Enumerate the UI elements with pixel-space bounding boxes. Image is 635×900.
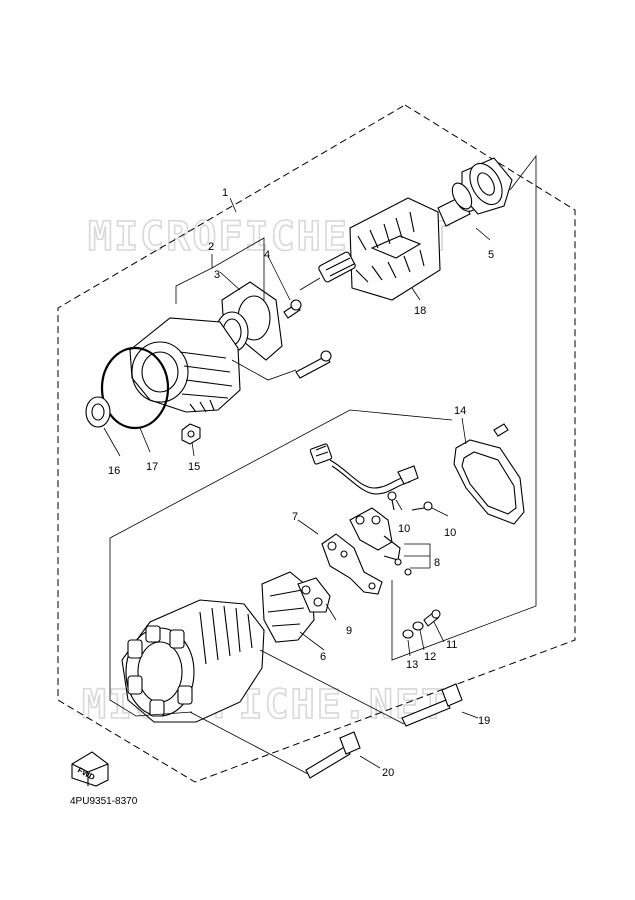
front-cover-part bbox=[129, 317, 241, 413]
callout-20: 20 bbox=[382, 767, 394, 779]
bearing-part bbox=[451, 157, 513, 215]
callout-13: 13 bbox=[406, 659, 418, 671]
brush-holder-part bbox=[321, 533, 383, 595]
assembly-boundary bbox=[57, 104, 576, 783]
screw-11-part bbox=[423, 609, 441, 627]
regulator-part bbox=[349, 507, 412, 576]
nut-part bbox=[181, 423, 201, 445]
o-ring-part bbox=[100, 346, 170, 430]
callout-1: 1 bbox=[222, 187, 228, 199]
washer-13-part bbox=[402, 629, 414, 639]
diagram-code: 4PU9351-8370 bbox=[70, 796, 138, 807]
callout-5: 5 bbox=[488, 249, 494, 261]
long-bolt-20-part bbox=[305, 731, 361, 779]
fwd-arrow-icon: FWD bbox=[71, 751, 109, 787]
callout-16: 16 bbox=[108, 465, 120, 477]
wire-harness-part bbox=[309, 443, 419, 495]
callout-10a: 10 bbox=[398, 523, 410, 535]
callout-9: 9 bbox=[346, 625, 352, 637]
callout-10b: 10 bbox=[444, 527, 456, 539]
oil-seal-part bbox=[85, 396, 111, 428]
callout-19: 19 bbox=[478, 715, 490, 727]
callout-17: 17 bbox=[146, 461, 158, 473]
leader-lines bbox=[103, 154, 537, 775]
callout-12: 12 bbox=[424, 651, 436, 663]
screw-10-part bbox=[387, 491, 433, 511]
brush-assembly-part bbox=[261, 571, 331, 643]
callout-3: 3 bbox=[214, 269, 220, 281]
callout-6: 6 bbox=[320, 651, 326, 663]
callout-2: 2 bbox=[208, 241, 214, 253]
callout-7: 7 bbox=[292, 511, 298, 523]
long-bolt-19-part bbox=[401, 683, 463, 727]
callout-11: 11 bbox=[446, 639, 457, 651]
washer-12-part bbox=[412, 621, 424, 631]
rear-cover-part bbox=[453, 423, 525, 525]
stud-bolt-part bbox=[295, 350, 332, 379]
callout-18: 18 bbox=[414, 305, 426, 317]
screw-part bbox=[283, 299, 302, 319]
rear-housing-part bbox=[121, 599, 265, 723]
callout-14: 14 bbox=[454, 405, 466, 417]
callout-4: 4 bbox=[264, 249, 270, 261]
callout-labels: 1 2 3 4 5 6 7 8 9 10 10 11 12 13 14 15 1… bbox=[108, 187, 494, 779]
callout-8: 8 bbox=[434, 557, 440, 569]
callout-15: 15 bbox=[188, 461, 200, 473]
